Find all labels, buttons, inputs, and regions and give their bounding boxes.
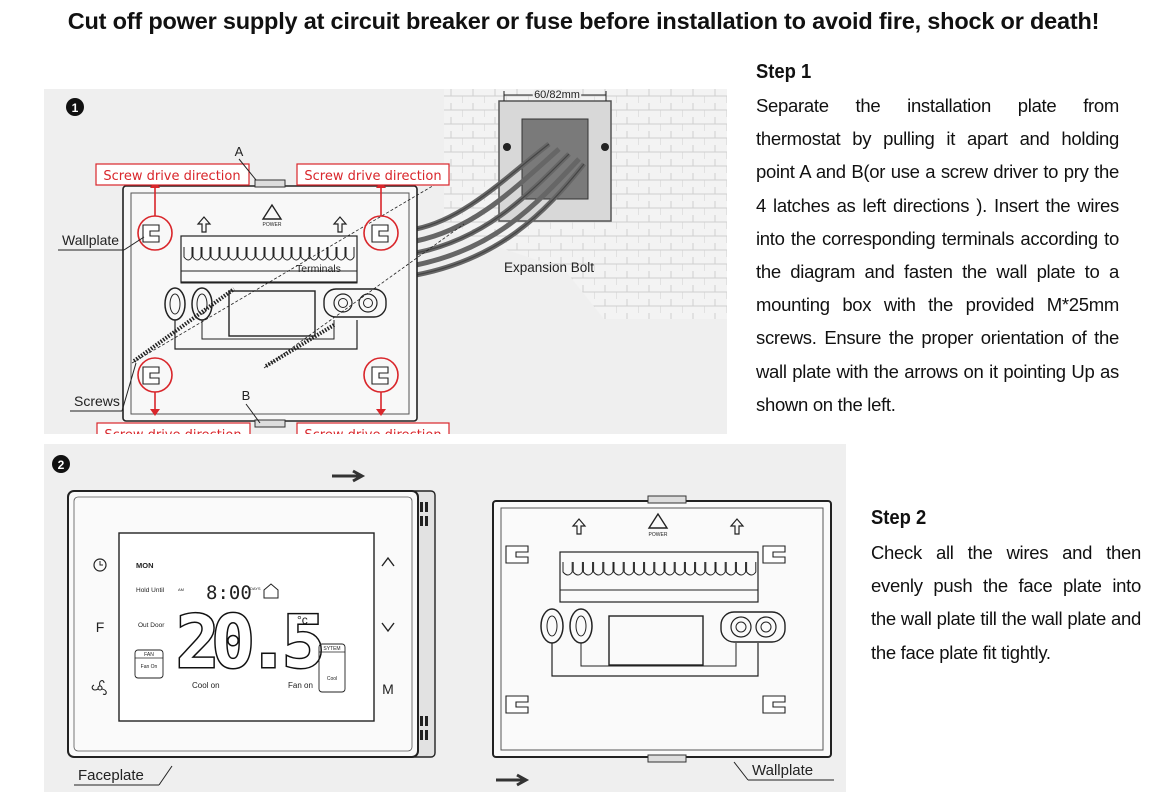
clock-icon[interactable]	[93, 558, 107, 572]
f-button[interactable]: F	[96, 619, 105, 635]
lcd-cool-on: Cool on	[192, 681, 220, 690]
safety-warning: Cut off power supply at circuit breaker …	[67, 8, 1100, 34]
step1-title: Step 1	[756, 61, 812, 83]
power-triangle-icon	[261, 203, 283, 220]
faceplate-label: Faceplate	[78, 767, 144, 784]
step2-title: Step 2	[871, 507, 927, 529]
step2-instructions: Check all the wires and then evenly push…	[871, 542, 1141, 663]
screw-direction-label-br: Screw drive direction	[304, 428, 441, 434]
screw-direction-markers	[137, 185, 399, 411]
push-direction-arrow-icon	[496, 773, 530, 787]
wallplate-drawing: POWER Terminals	[122, 179, 465, 428]
step1-instructions: Separate the installation plate from the…	[756, 95, 1119, 415]
screw-direction-label-tl: Screw drive direction	[103, 169, 240, 184]
box-dimension-label: 60/82mm	[534, 89, 580, 101]
up-arrow-icon	[332, 216, 348, 233]
wallplate-label-step2: Wallplate	[752, 762, 813, 779]
svg-text:Cool: Cool	[327, 676, 337, 682]
terminal-block	[559, 551, 759, 603]
power-triangle-icon	[647, 512, 669, 529]
lcd-hold-until: Hold Until	[136, 587, 165, 594]
step2-diagram: 2 MON Hold Until AM 8:00 DAYS Out Door	[52, 455, 834, 787]
wallplate-drawing-step2: POWER	[492, 495, 832, 763]
terminals-label: Terminals	[296, 263, 341, 275]
down-button[interactable]	[381, 622, 395, 633]
lcd-fan-on: Fan on	[288, 681, 313, 690]
svg-text:SYTEM: SYTEM	[323, 646, 340, 652]
svg-text:Fan On: Fan On	[141, 664, 158, 670]
figure-step2-assembly: 2 MON Hold Until AM 8:00 DAYS Out Door	[44, 444, 846, 792]
svg-text:FAN: FAN	[144, 652, 154, 658]
fan-mode-box	[134, 649, 164, 679]
expansion-bolt-label: Expansion Bolt	[504, 260, 594, 275]
lcd-outdoor: Out Door	[138, 622, 165, 629]
fan-icon[interactable]	[91, 680, 107, 695]
up-arrow-icon	[729, 518, 745, 535]
vent-slots	[420, 502, 428, 740]
faceplate-drawing: MON Hold Until AM 8:00 DAYS Out Door 20.…	[67, 490, 436, 758]
screw-direction-label-tr: Screw drive direction	[304, 169, 441, 184]
lcd-temp-unit: °c	[297, 613, 308, 627]
point-a-label: A	[235, 144, 244, 159]
push-direction-arrow-icon	[332, 469, 366, 483]
svg-text:AM: AM	[178, 587, 184, 592]
figure-step1-installation: 60/82mm Expansion Bolt	[44, 89, 727, 434]
svg-text:1: 1	[72, 101, 79, 115]
figure1-number-badge	[66, 98, 84, 116]
step1-diagram: 60/82mm Expansion Bolt	[58, 89, 727, 434]
figure2-number-badge	[52, 455, 70, 473]
screws-label: Screws	[74, 393, 120, 409]
svg-text:POWER: POWER	[649, 532, 668, 538]
wallplate-label: Wallplate	[62, 232, 119, 248]
svg-text:POWER: POWER	[263, 222, 282, 228]
lcd-day: MON	[136, 561, 154, 570]
svg-text:DAYS: DAYS	[250, 586, 261, 591]
up-arrow-icon	[196, 216, 212, 233]
mode-button[interactable]: M	[382, 681, 394, 697]
screw-direction-label-bl: Screw drive direction	[104, 428, 241, 434]
terminal-block	[180, 235, 358, 283]
svg-text:2: 2	[58, 458, 65, 472]
up-arrow-icon	[571, 518, 587, 535]
home-icon	[263, 583, 279, 599]
lcd-temperature: 20.5	[176, 600, 321, 684]
lcd-screen	[118, 532, 375, 722]
system-mode-box	[318, 643, 346, 693]
up-button[interactable]	[381, 556, 395, 567]
lcd-time: 8:00	[206, 582, 252, 604]
point-b-label: B	[242, 388, 251, 403]
